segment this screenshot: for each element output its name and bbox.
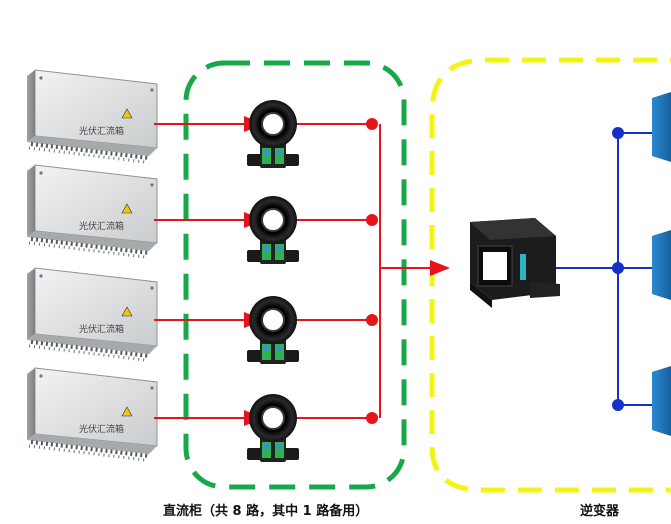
inverter-module — [652, 92, 671, 162]
current-sensor-2 — [246, 195, 300, 265]
warning-triangle-icon — [121, 203, 133, 214]
inverter-module — [652, 366, 671, 436]
current-sensor-4 — [246, 393, 300, 463]
warning-triangle-icon — [121, 306, 133, 317]
junction-dot — [612, 127, 624, 139]
dc-junction-dots — [366, 118, 378, 424]
combiner-box-label: 光伏汇流箱 — [79, 220, 124, 232]
junction-dot — [366, 412, 378, 424]
current-sensor-1 — [246, 99, 300, 169]
junction-dot — [612, 262, 624, 274]
combiner-box-label: 光伏汇流箱 — [79, 125, 124, 137]
inverter-border — [429, 57, 671, 493]
ac-junction-dots — [612, 127, 624, 411]
combiner-box-label: 光伏汇流箱 — [79, 423, 124, 435]
dc-cabinet-border — [183, 60, 407, 490]
inverter-module — [652, 230, 671, 300]
combiner-box-1: 光伏汇流箱 — [25, 68, 159, 164]
inverter-current-sensor — [470, 218, 560, 308]
combiner-box-4: 光伏汇流箱 — [25, 366, 159, 462]
junction-dot — [366, 214, 378, 226]
junction-dot — [366, 314, 378, 326]
warning-triangle-icon — [121, 406, 133, 417]
junction-dot — [366, 118, 378, 130]
combiner-box-label: 光伏汇流箱 — [79, 323, 124, 335]
inverter-modules — [652, 92, 671, 436]
current-sensor-3 — [246, 295, 300, 365]
dc-wiring — [154, 116, 450, 426]
inverter-caption: 逆变器 — [580, 504, 620, 519]
dc-cabinet-caption: 直流柜（共 8 路，其中 1 路备用） — [163, 504, 369, 519]
combiner-box-3: 光伏汇流箱 — [25, 266, 159, 362]
warning-triangle-icon — [121, 108, 133, 119]
junction-dot — [612, 399, 624, 411]
combiner-box-2: 光伏汇流箱 — [25, 163, 159, 259]
